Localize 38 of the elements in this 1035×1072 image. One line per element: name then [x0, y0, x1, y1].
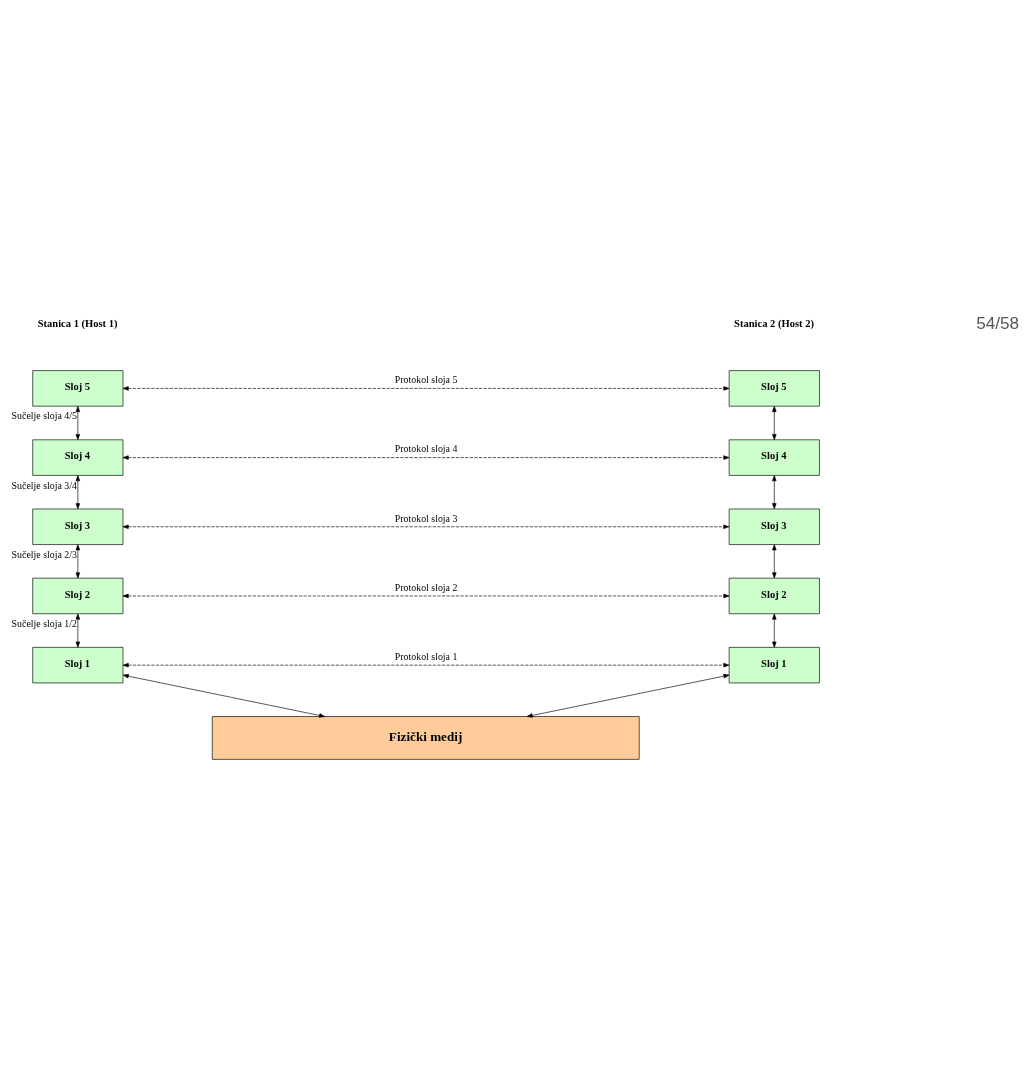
node-box: Sloj 5 [728, 370, 820, 407]
edge-label: Protokol sloja 3 [394, 512, 458, 524]
node-box: Sloj 2 [728, 577, 820, 615]
node-box: Sloj 1 [32, 647, 124, 684]
edge-label: Protokol sloja 5 [394, 374, 458, 386]
label: Stanica 2 (Host 2) [734, 317, 814, 329]
arrow [122, 455, 730, 460]
arrow [122, 674, 326, 718]
node-box: Sloj 4 [32, 439, 124, 476]
node-box: Sloj 2 [32, 577, 124, 615]
label: 54/58 [976, 312, 1020, 333]
arrow [122, 524, 730, 529]
arrow [772, 406, 777, 440]
node-box: Sloj 5 [32, 370, 124, 407]
node-box: Sloj 4 [728, 439, 820, 476]
edge-label: Sučelje sloja 2/3 [11, 548, 77, 560]
node-box: Sloj 3 [32, 508, 124, 545]
arrow [75, 613, 81, 648]
node-box: Fizički medij [211, 716, 640, 760]
arrow [75, 406, 81, 440]
arrow [122, 662, 730, 668]
arrow [122, 593, 730, 599]
arrow [526, 674, 730, 718]
edge-label: Sučelje sloja 4/5 [11, 410, 77, 422]
edge-label: Protokol sloja 2 [394, 581, 458, 593]
arrow [122, 386, 730, 391]
edge-label: Protokol sloja 4 [394, 443, 458, 455]
edge-label: Protokol sloja 1 [394, 650, 458, 662]
arrow [772, 544, 777, 579]
arrow [772, 475, 777, 510]
edge-label: Sučelje sloja 1/2 [11, 617, 77, 629]
arrow [772, 613, 777, 648]
node-box: Sloj 3 [728, 508, 820, 545]
node-box: Sloj 1 [728, 647, 820, 684]
edge-label: Sučelje sloja 3/4 [11, 479, 77, 491]
label: Stanica 1 (Host 1) [37, 317, 118, 329]
arrow [75, 475, 81, 510]
arrow [75, 544, 81, 579]
